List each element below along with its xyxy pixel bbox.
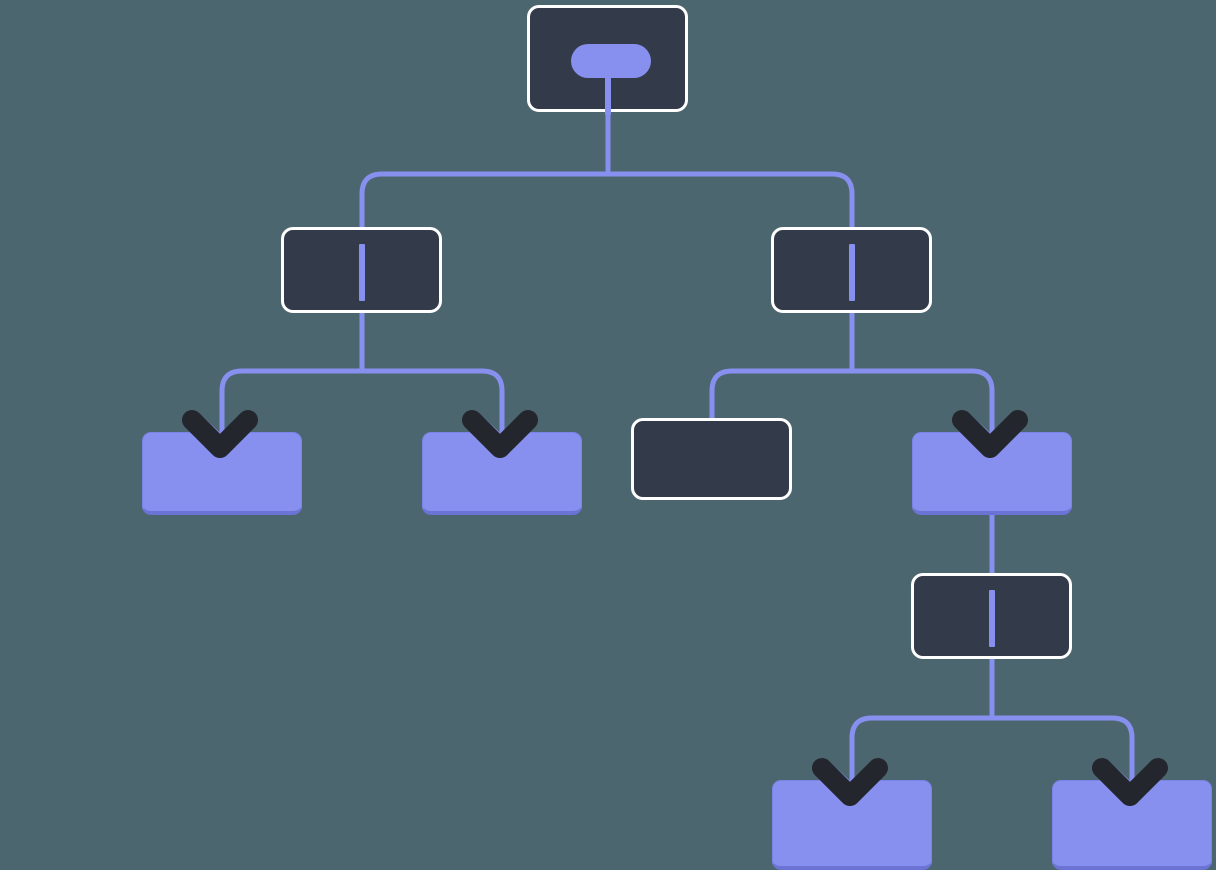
root-pill-glyph <box>571 44 651 78</box>
node-branch-right[interactable] <box>771 227 932 313</box>
root-pill-stem <box>605 70 611 115</box>
edge-n0-n1 <box>359 171 608 227</box>
node-tick <box>849 244 855 301</box>
edge-n7-n9 <box>992 715 1135 780</box>
node-branch-lower[interactable] <box>911 573 1072 659</box>
node-branch-left[interactable] <box>281 227 442 313</box>
node-leaf-1[interactable] <box>142 432 302 515</box>
edge-n2-n5 <box>709 368 852 418</box>
edge-n1-n4 <box>362 368 505 432</box>
edge-n7-n8 <box>849 715 992 780</box>
node-root[interactable] <box>527 5 688 115</box>
edge-n0-n2 <box>608 171 855 227</box>
edge-n2-n6 <box>852 368 995 432</box>
edge-n1-n3 <box>219 368 362 432</box>
node-branch-purple[interactable] <box>912 432 1072 515</box>
node-leaf-2[interactable] <box>422 432 582 515</box>
node-tick <box>989 590 995 647</box>
node-tick <box>359 244 365 301</box>
node-dark-leaf[interactable] <box>631 418 792 500</box>
node-leaf-3[interactable] <box>772 780 932 870</box>
node-leaf-4[interactable] <box>1052 780 1212 870</box>
